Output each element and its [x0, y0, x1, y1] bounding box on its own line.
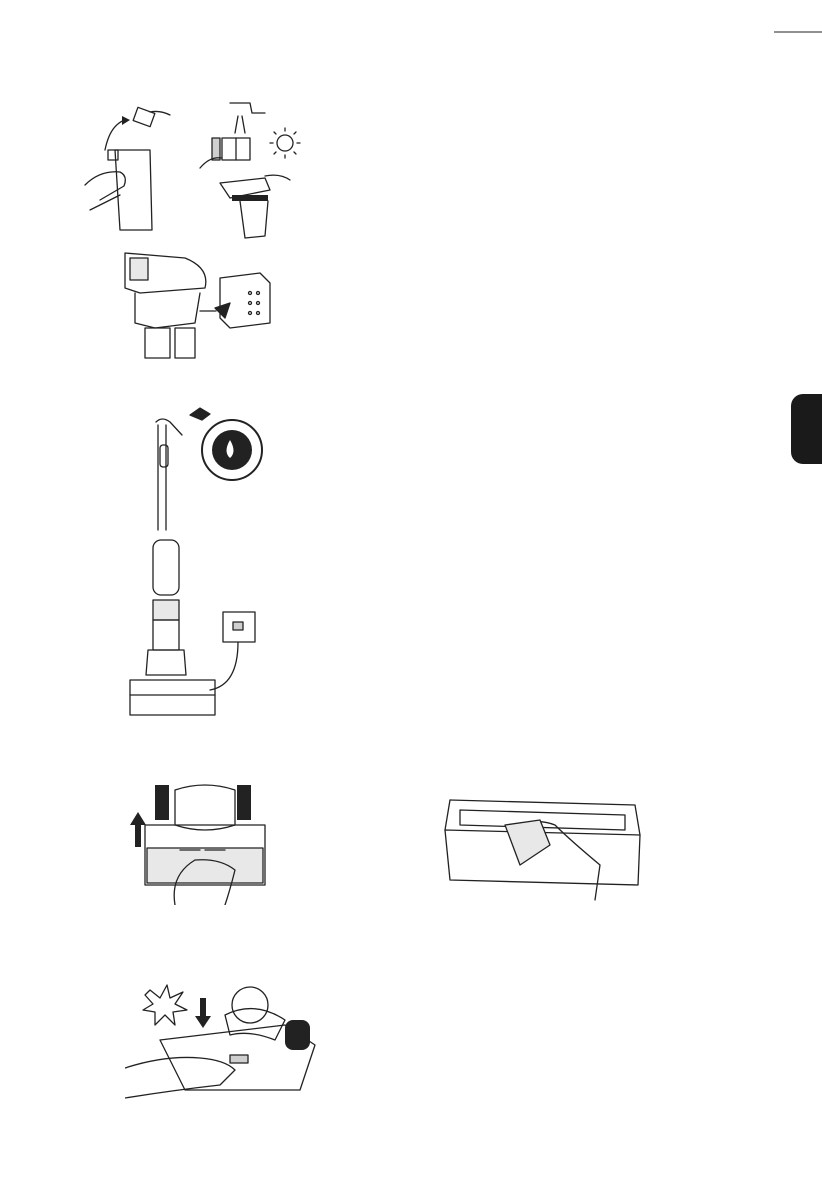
illustration-filter-reinsert	[110, 248, 285, 363]
section-tab	[791, 394, 822, 464]
crop-mark-icon	[770, 0, 822, 36]
illustration-tray-removal	[125, 780, 275, 905]
illustration-tray-click-in	[125, 980, 330, 1100]
illustration-tray-wipe	[440, 795, 650, 905]
illustration-filter-removal	[80, 100, 180, 240]
illustration-self-clean-dock	[120, 400, 270, 720]
illustration-filter-wash-dry	[190, 98, 305, 243]
